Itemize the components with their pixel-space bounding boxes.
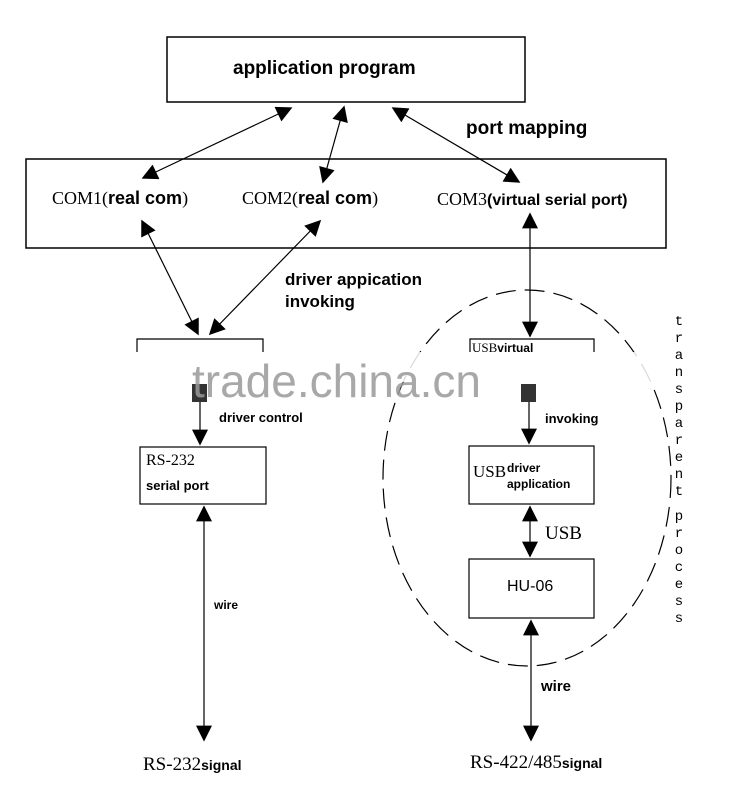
driver-control-label: driver control [219,410,303,425]
driver-invoking-line2: invoking [285,292,355,311]
left-wire-label: wire [214,598,239,612]
rs232-signal-label: RS-232signal [143,754,242,776]
arrow-app-com2 [319,105,348,184]
usb-virtual-text: virtual [497,341,534,355]
rs422-485-signal-label: RS-422/485signal [470,752,602,774]
com3-label: COM3(virtual serial port) [437,189,628,210]
com1-prefix: COM1( [52,188,109,208]
arrow-com1-driver [141,219,199,336]
application-program-box [166,36,526,103]
right-wire-label: wire [541,678,572,695]
rs232-serial-port-box [139,446,267,505]
rs232-box-line1: RS-232 [146,452,195,469]
rs232-signal-name: RS-232 [143,754,202,775]
application-program-label: application program [233,58,416,79]
invoking-label: invoking [545,411,599,426]
usb-driver-line1: driver [507,461,541,475]
com2-real-com: real com [298,188,373,208]
usb-driver-prefix: USB [473,462,507,481]
com2-label: COM2(real com) [242,188,378,209]
com1-suffix: ) [182,188,189,208]
com1-label: COM1(real com) [52,188,188,209]
usb-virtual-box-top [469,338,595,352]
rs422-485-signal-name: RS-422/485 [470,752,562,773]
usb-driver-label: USB [473,462,506,482]
driver-invoking-line1: driver appication [285,270,422,289]
com1-real-com: real com [108,188,183,208]
hu06-label: HU-06 [507,578,554,595]
rs232-signal-suffix: signal [201,757,242,773]
usb-link-label: USB [545,523,582,544]
port-mapping-label: port mapping [466,118,588,139]
usb-driver-application-box [468,445,595,505]
watermark: trade.china.cn [192,355,481,407]
usb-virtual-prefix: USB [472,340,498,355]
com3-prefix: COM3 [437,189,488,209]
com3-virtual-serial-port: (virtual serial port) [487,192,628,209]
driver-box-top [136,338,264,352]
hu06-box [468,558,595,619]
com2-prefix: COM2( [242,188,299,208]
watermark-band [130,352,690,382]
arrow-com2-driver [208,219,322,336]
rs232-box-line2: serial port [146,478,209,493]
invoking-shaft [521,384,536,402]
rs422-485-signal-suffix: signal [561,755,603,771]
arrow-app-com1 [141,106,293,180]
com2-suffix: ) [372,188,379,208]
arrow-app-com3 [391,107,521,183]
usb-driver-line2: application [507,477,571,491]
driver-control-shaft [192,384,207,402]
usb-virtual-label: USBvirtual [472,340,533,356]
